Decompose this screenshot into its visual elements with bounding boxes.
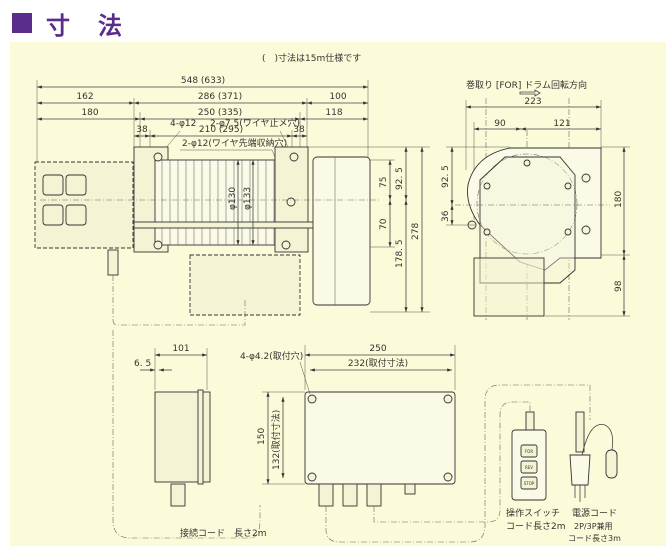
earth-lead: [605, 449, 618, 479]
connect-cord-label: 接続コード 長さ2m: [180, 527, 267, 539]
dim-180: 180: [81, 108, 98, 118]
dim-162: 162: [76, 92, 93, 102]
side-lower-box: [473, 257, 545, 317]
title-square-icon: [12, 13, 32, 33]
dim-90: 90: [494, 119, 506, 129]
title-char-1: 寸: [46, 11, 70, 40]
dim-178-5: 178. 5: [395, 239, 405, 268]
rotation-arrow-icon: [519, 89, 541, 97]
dim-phi130: φ130: [228, 187, 238, 210]
dim-phi133: φ133: [243, 187, 253, 210]
switch-label-2: コード長さ2m: [506, 521, 566, 532]
box-front-view: [304, 391, 456, 485]
winch-side-view: 巻取り [FOR] ドラム回転方向 223 90 121 92. 5 36 18…: [441, 79, 630, 320]
control-box-views: 101 6. 5 250 232(取付寸法) 4-φ4.2(取付穴) 150 1…: [112, 330, 591, 543]
button-label-rev: REV: [525, 465, 533, 470]
dim-132: 132(取付寸法): [270, 410, 282, 470]
dim-6-5: 6. 5: [134, 359, 151, 369]
dim-side-92-5: 92. 5: [441, 165, 451, 188]
side-gland: [170, 483, 186, 507]
dim-121: 121: [553, 119, 570, 129]
dim-92-5: 92. 5: [395, 167, 405, 190]
switch-button-stop: [520, 476, 538, 490]
dim-75: 75: [379, 177, 389, 188]
dim-150: 150: [257, 428, 267, 445]
switch-label-1: 操作スイッチ: [506, 507, 560, 519]
operation-switch: FOR REV STOP 操作スイッチ コード長さ2m: [506, 411, 566, 532]
dim-250-box: 250: [369, 344, 386, 354]
dim-232: 232(取付寸法): [348, 357, 408, 369]
note-text: ( )寸法は15m仕様です: [262, 52, 361, 64]
button-label-for: FOR: [525, 449, 533, 454]
power-cord: 電源コード 2P/3P兼用 コード長さ3m: [568, 411, 621, 543]
plug-body: [569, 454, 591, 486]
dim-36: 36: [441, 210, 451, 222]
dim-38-right: 38: [293, 125, 305, 135]
section-title: 寸 法: [12, 8, 122, 40]
dim-101: 101: [172, 344, 189, 354]
power-label-3: コード長さ3m: [568, 534, 621, 543]
callout-box-holes: 4-φ4.2(取付穴): [240, 350, 303, 362]
dim-180-side: 180: [614, 191, 624, 208]
callout-wire-end: 2-φ12(ワイヤ先端収納穴): [182, 137, 287, 149]
switch-button-rev: [520, 460, 538, 474]
dim-118: 118: [325, 108, 342, 118]
dim-278: 278: [411, 223, 421, 240]
drum: [154, 159, 291, 246]
dim-100: 100: [329, 92, 346, 102]
dim-98: 98: [614, 280, 624, 292]
button-label-stop: STOP: [524, 481, 535, 486]
title-char-2: 法: [98, 11, 122, 40]
dim-210: 210 (295): [199, 125, 243, 135]
dim-548: 548 (633): [181, 76, 225, 86]
dim-286: 286 (371): [198, 92, 242, 102]
rotation-caption: 巻取り [FOR] ドラム回転方向: [466, 79, 587, 91]
winch-front-view: φ130 φ133 75 92. 5 70 178. 5 278: [34, 146, 430, 326]
dim-250: 250 (335): [198, 108, 242, 118]
power-label-1: 電源コード: [572, 508, 617, 519]
switch-button-for: [520, 444, 538, 458]
lower-box: [189, 254, 301, 316]
dim-223: 223: [524, 97, 541, 107]
callout-wire-stop: 2-φ7.5(ワイヤ止メ穴): [210, 117, 300, 129]
dim-38-left: 38: [136, 125, 148, 135]
power-label-2: 2P/3P兼用: [574, 521, 613, 531]
dim-70: 70: [379, 218, 389, 230]
motor: [312, 156, 371, 306]
callout-4-phi12: 4-φ12: [170, 119, 196, 129]
